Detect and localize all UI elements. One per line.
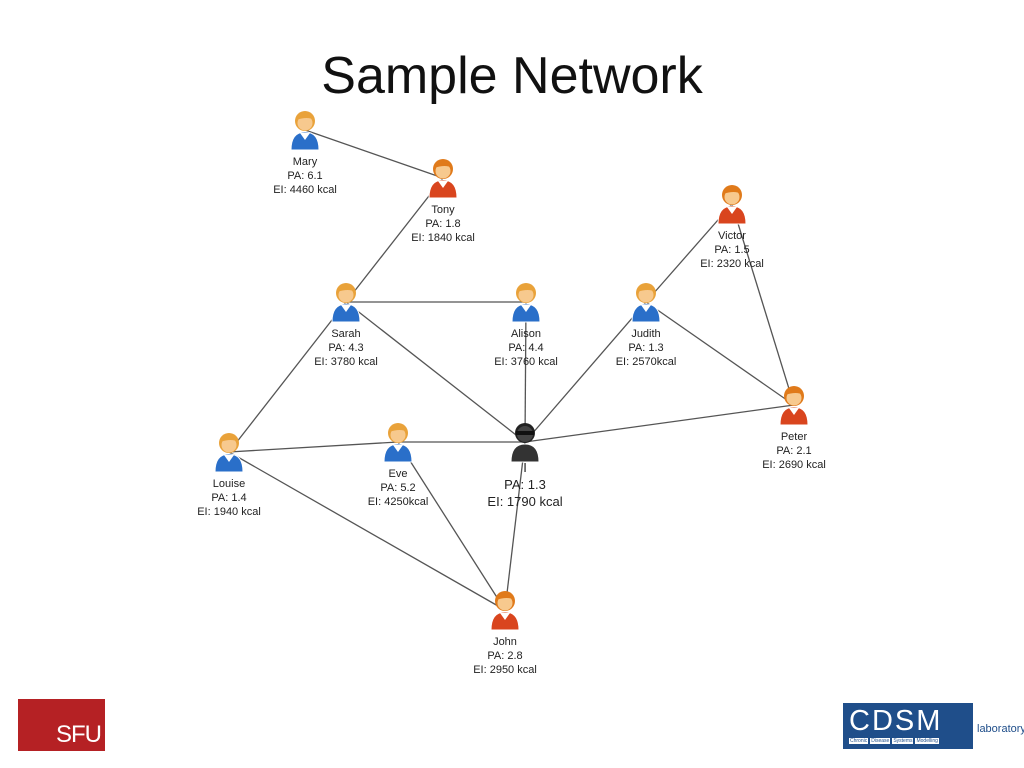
edge-sarah-louise — [228, 301, 347, 453]
node-i: I PA: 1.3EI: 1790 kcal — [487, 423, 563, 509]
node-louise-ei: EI: 1940 kcal — [197, 506, 261, 518]
person-icon — [383, 423, 413, 463]
node-victor-pa: PA: 1.5 — [714, 244, 749, 256]
edge-eve-john — [397, 441, 506, 611]
edge-i-john — [504, 441, 526, 611]
node-judith-name: Judith — [631, 328, 660, 340]
sfu-logo-text: SFU — [56, 721, 102, 748]
person-icon — [428, 159, 458, 199]
edge-judith-i — [524, 301, 647, 443]
person-icon — [214, 433, 244, 473]
node-john-name: John — [493, 636, 517, 648]
edge-louise-eve — [228, 441, 399, 453]
node-mary-ei: EI: 4460 kcal — [273, 184, 337, 196]
cdsm-logo-lab: laboratory — [977, 723, 1024, 735]
person-icon — [779, 386, 809, 426]
person-icon — [717, 185, 747, 225]
edge-tony-sarah — [345, 177, 444, 303]
node-alison-ei: EI: 3760 kcal — [494, 356, 558, 368]
node-alison-name: Alison — [511, 328, 541, 340]
node-louise-pa: PA: 1.4 — [211, 492, 246, 504]
cdsm-logo-subwords: Chronic Disease Systems Modelling — [849, 738, 939, 744]
node-sarah-pa: PA: 4.3 — [328, 342, 363, 354]
edge-alison-i — [524, 301, 527, 443]
node-tony-ei: EI: 1840 kcal — [411, 232, 475, 244]
node-i-pa: PA: 1.3 — [504, 477, 546, 492]
node-tony-name: Tony — [431, 204, 455, 216]
cdsm-word: Disease — [870, 738, 891, 744]
cdsm-word: Chronic — [849, 738, 869, 744]
node-eve-ei: EI: 4250kcal — [368, 496, 429, 508]
node-john-ei: EI: 2950 kcal — [473, 664, 537, 676]
node-tony-pa: PA: 1.8 — [425, 218, 460, 230]
person-icon — [290, 111, 320, 151]
node-eve-name: Eve — [389, 468, 408, 480]
edge-i-peter — [524, 404, 795, 443]
cdsm-word: Systems — [892, 738, 914, 744]
edge-victor-peter — [731, 203, 795, 406]
node-mary-pa: PA: 6.1 — [287, 170, 322, 182]
sfu-logo: SFU — [18, 699, 105, 751]
node-judith-pa: PA: 1.3 — [628, 342, 663, 354]
person-icon — [490, 591, 520, 631]
node-victor-ei: EI: 2320 kcal — [700, 258, 764, 270]
person-silhouette-icon — [510, 423, 540, 463]
person-icon — [631, 283, 661, 323]
cdsm-word: Modelling — [915, 738, 939, 744]
edges-layer — [228, 129, 795, 611]
node-alison-pa: PA: 4.4 — [508, 342, 543, 354]
node-john-pa: PA: 2.8 — [487, 650, 522, 662]
node-peter-pa: PA: 2.1 — [776, 445, 811, 457]
node-sarah-name: Sarah — [331, 328, 360, 340]
node-eve-pa: PA: 5.2 — [380, 482, 415, 494]
cdsm-logo: CDSM Chronic Disease Systems Modelling l… — [843, 703, 1024, 751]
slide-title: Sample Network — [321, 47, 703, 105]
edge-mary-tony — [304, 129, 444, 179]
node-sarah-ei: EI: 3780 kcal — [314, 356, 378, 368]
edge-sarah-i — [345, 301, 526, 443]
cdsm-logo-box: CDSM Chronic Disease Systems Modelling — [843, 703, 973, 749]
node-louise-name: Louise — [213, 478, 245, 490]
person-icon — [511, 283, 541, 323]
edge-louise-john — [228, 451, 506, 611]
node-i-ei: EI: 1790 kcal — [487, 494, 562, 509]
node-peter-ei: EI: 2690 kcal — [762, 459, 826, 471]
node-judith-ei: EI: 2570kcal — [616, 356, 677, 368]
node-i-name: I — [523, 460, 527, 475]
node-mary-name: Mary — [293, 156, 318, 168]
edge-judith-peter — [645, 301, 795, 406]
node-peter-name: Peter — [781, 431, 808, 443]
node-victor-name: Victor — [718, 230, 746, 242]
person-icon — [331, 283, 361, 323]
cdsm-logo-text: CDSM — [849, 705, 943, 737]
